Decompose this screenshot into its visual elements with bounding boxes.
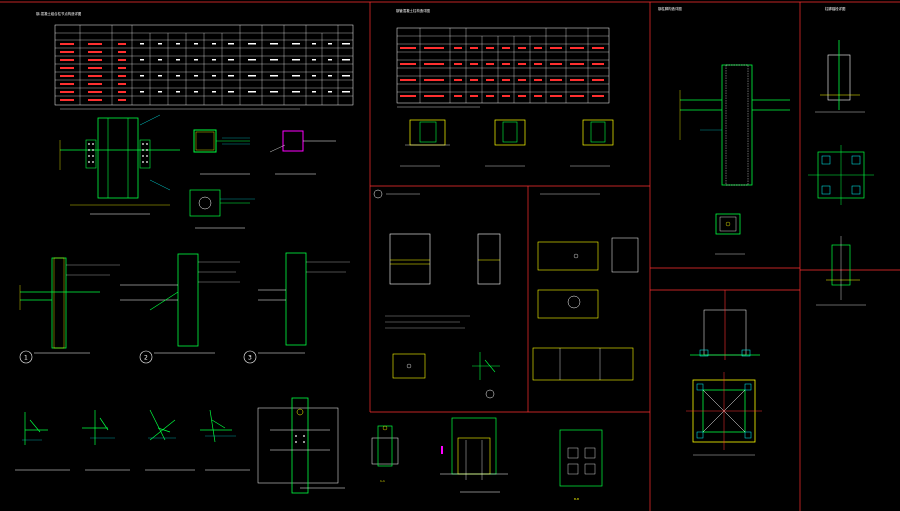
mid-right-details [532, 193, 639, 381]
panel-title-2: 钢管混凝土柱构造详图 [396, 8, 431, 13]
schedule-table-2 [396, 27, 610, 108]
cft-section-1-1 [715, 213, 745, 255]
column-splice-detail-3 [258, 252, 350, 346]
column-splice-detail-2 [120, 253, 240, 347]
svg-text:2: 2 [144, 355, 148, 362]
anchor-bolt-elevation [815, 40, 865, 113]
panel-title-3: 钢柱脚构造详图 [658, 6, 682, 11]
beam-column-joint-elevation [59, 114, 180, 206]
stiffener-section [400, 119, 614, 167]
anchor-bolt-section [816, 236, 866, 306]
svg-text:B-B: B-B [574, 497, 579, 501]
section-b-b: B-B [559, 429, 603, 501]
section-callout-1: 1 [19, 350, 90, 364]
anchor-bolt-plan [808, 145, 874, 205]
schedule-table-1 [54, 24, 354, 110]
section-callout-2: 2 [139, 350, 215, 364]
base-plate-plan [686, 372, 762, 456]
circular-column-detail [189, 189, 255, 217]
weld-detail-row [22, 409, 236, 445]
section-1-1-bottom: 1-1 [371, 425, 399, 483]
svg-text:1: 1 [24, 355, 28, 362]
svg-text:1-1: 1-1 [380, 479, 385, 483]
svg-text:3: 3 [248, 355, 252, 362]
panel-title-4: 柱脚锚栓详图 [825, 6, 846, 11]
cft-column-elevation [679, 64, 790, 186]
column-base-elevation-right [690, 290, 760, 360]
panel-title-1: 钢-混凝土组合柱节点构造详图 [36, 11, 82, 16]
column-bolted-splice [257, 397, 339, 494]
box-column-section [193, 129, 250, 153]
mid-column-elevation [373, 189, 501, 399]
panel-titles: 钢-混凝土组合柱节点构造详图 钢管混凝土柱构造详图 钢柱脚构造详图 柱脚锚栓详图 [36, 6, 846, 16]
column-splice-detail-1 [19, 257, 120, 349]
section-callout-3: 3 [243, 350, 305, 364]
column-base-anchor-elevation [440, 417, 508, 493]
magenta-column-section [269, 130, 336, 153]
